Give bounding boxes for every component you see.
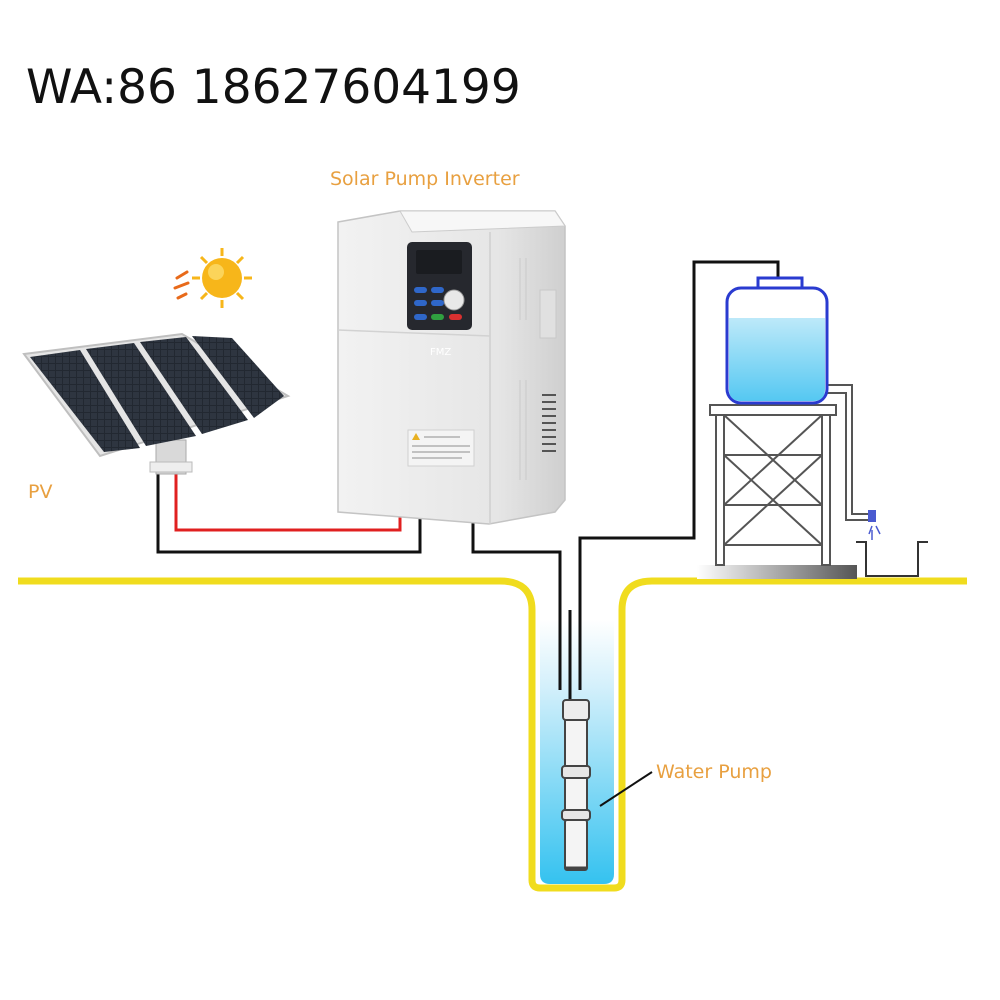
positive-wire — [174, 470, 402, 532]
inverter-brand: FMZ — [430, 347, 451, 358]
faucet-icon — [856, 510, 928, 577]
contact-number: WA:86 18627604199 — [26, 60, 521, 115]
ground-line — [18, 577, 967, 892]
pv-label: PV — [28, 481, 52, 503]
inverter-label: Solar Pump Inverter — [330, 168, 520, 190]
sun-icon — [173, 248, 252, 308]
pump-label: Water Pump — [656, 761, 772, 783]
submersible-pump-icon — [561, 610, 591, 871]
outlet-pipe — [826, 384, 870, 515]
inverter-icon: FMZ — [337, 210, 566, 525]
negative-wire — [156, 470, 422, 554]
pump-cable — [471, 522, 562, 690]
water-pipe — [578, 260, 780, 690]
water-tank-icon — [697, 276, 857, 579]
pump-pointer — [599, 771, 653, 807]
solar-panel-icon — [22, 332, 291, 475]
